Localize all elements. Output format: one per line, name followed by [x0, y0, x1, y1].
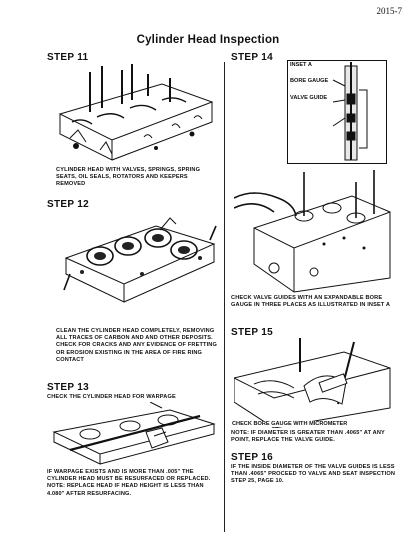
cylinder-head-underside-illustration [60, 210, 220, 320]
step-12-heading: STEP 12 [47, 199, 89, 210]
step-13-caption: IF WARPAGE EXISTS AND IS MORE THAN .005"… [47, 469, 211, 497]
cylinder-head-stripped-illustration [52, 62, 218, 168]
bore-gauge-micrometer-illustration [234, 338, 392, 428]
warpage-check-illustration [50, 402, 218, 468]
step-16-caption: IF THE INSIDE DIAMETER OF THE VALVE GUID… [231, 464, 396, 485]
step-15-caption: NOTE: IF DIAMETER IS GREATER THAN .4065"… [231, 430, 385, 444]
inset-a-box [287, 60, 387, 164]
step-13-heading: STEP 13 [47, 382, 89, 393]
step-11-heading: STEP 11 [47, 52, 89, 63]
step-16-heading: STEP 16 [231, 452, 273, 463]
check-bore-gauge-callout: CHECK BORE GAUGE WITH MICROMETER [232, 421, 348, 427]
page-title: Cylinder Head Inspection [136, 34, 280, 46]
step-11-caption: CYLINDER HEAD WITH VALVES, SPRINGS, SPRI… [56, 167, 201, 188]
page-number: 2015-7 [376, 6, 403, 16]
step-13-intro: CHECK THE CYLINDER HEAD FOR WARPAGE [47, 394, 176, 400]
step-14-heading: STEP 14 [231, 52, 273, 63]
step-15-heading: STEP 15 [231, 327, 273, 338]
column-divider [224, 62, 225, 532]
bore-gauge-in-head-illustration [234, 168, 392, 294]
inset-a-label: INSET A [290, 62, 312, 68]
bore-gauge-label: BORE GAUGE [290, 78, 329, 84]
step-12-caption: CLEAN THE CYLINDER HEAD COMPLETELY, REMO… [56, 328, 217, 363]
step-14-caption: CHECK VALVE GUIDES WITH AN EXPANDABLE BO… [231, 295, 391, 309]
valve-guide-label: VALVE GUIDE [290, 95, 328, 101]
